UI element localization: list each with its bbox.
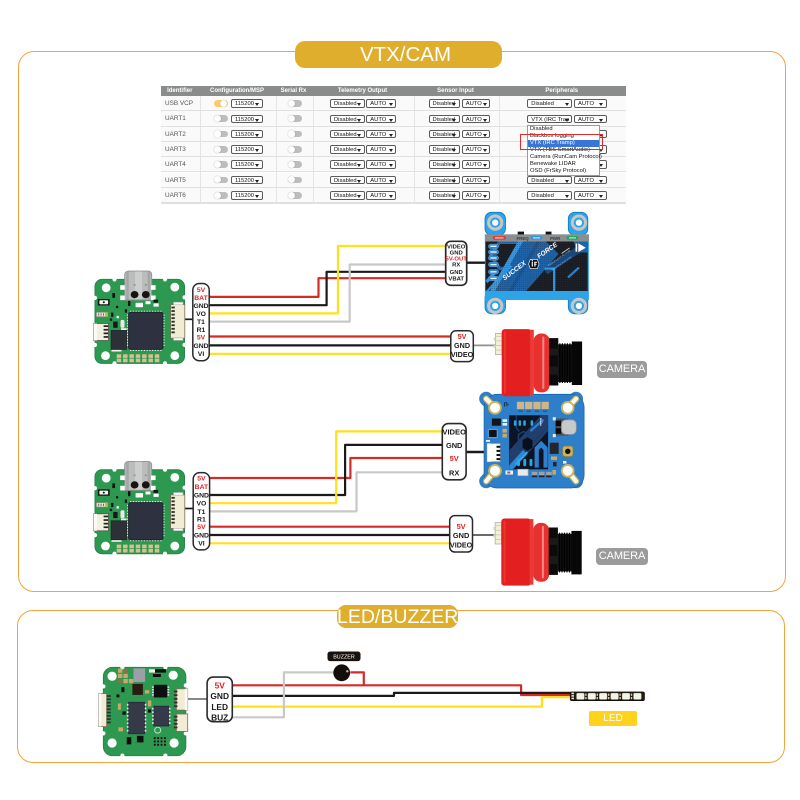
svg-text:5V: 5V [197,475,206,482]
svg-text:GND: GND [194,492,209,499]
svg-text:GND: GND [194,532,209,539]
svg-text:GND: GND [450,250,463,256]
svg-text:GND: GND [454,341,470,350]
svg-text:GND: GND [453,531,470,540]
svg-text:GND: GND [193,343,208,350]
svg-text:Π·: Π· [504,403,510,409]
svg-text:VIDEO: VIDEO [450,540,473,549]
svg-text:5V: 5V [457,522,466,531]
svg-text:BUZ: BUZ [211,713,228,723]
svg-text:5V: 5V [197,524,206,531]
svg-text:GND: GND [446,441,463,450]
svg-text:GND: GND [210,691,229,701]
svg-text:VIDEO: VIDEO [442,428,466,437]
svg-text:RX: RX [449,469,459,478]
svg-text:LED: LED [211,702,228,712]
svg-text:5V: 5V [458,332,467,341]
svg-text:RX: RX [452,263,460,269]
svg-text:VI: VI [198,351,205,358]
svg-text:BAT: BAT [195,484,209,491]
svg-text:R1: R1 [197,516,206,523]
svg-text:5V: 5V [450,454,459,463]
svg-text:GND: GND [450,270,463,276]
svg-text:BUZZER: BUZZER [333,655,355,661]
svg-text:5V-OUT: 5V-OUT [446,256,468,262]
svg-text:5V: 5V [197,287,206,294]
svg-text:T1: T1 [197,319,205,326]
svg-text:VO: VO [196,311,206,318]
svg-text:FREQ: FREQ [517,236,530,241]
svg-text:BAT: BAT [194,295,208,302]
svg-text:5V: 5V [197,334,206,341]
svg-text:PWR: PWR [550,236,561,241]
svg-text:VIDEO: VIDEO [451,350,474,359]
svg-text:GND: GND [193,303,208,310]
svg-text:VIDEO: VIDEO [447,244,466,250]
svg-text:5V: 5V [215,681,226,691]
svg-text:T1: T1 [197,509,205,516]
svg-text:R1: R1 [197,327,206,334]
svg-text:VBAT: VBAT [448,277,464,283]
svg-text:VO: VO [196,501,206,508]
svg-text:VI: VI [198,540,205,547]
